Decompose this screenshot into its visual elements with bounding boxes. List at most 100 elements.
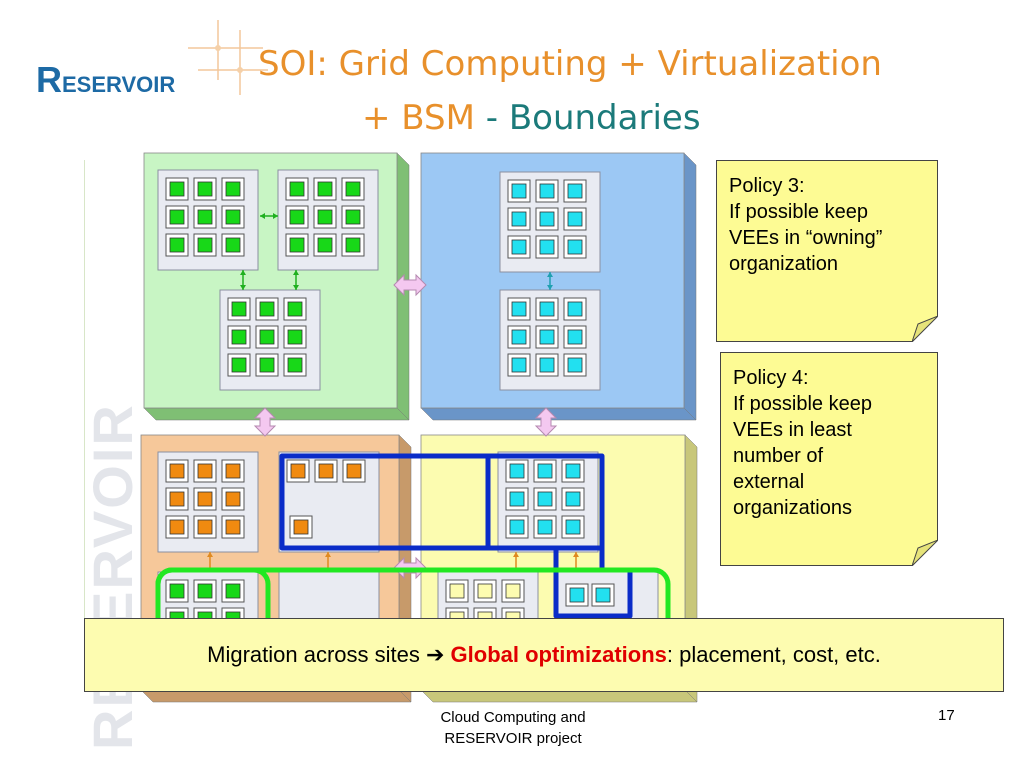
- vee: [169, 181, 185, 197]
- vee: [287, 357, 303, 373]
- vee: [225, 463, 241, 479]
- vee: [537, 491, 553, 507]
- policy-3-line: VEEs in “owning”: [729, 227, 883, 249]
- vee: [287, 329, 303, 345]
- vee: [197, 209, 213, 225]
- policy-4-note: Policy 4: If possible keep VEEs in least…: [720, 352, 938, 566]
- slide-title-line1: SOI: Grid Computing + Virtualization: [258, 44, 882, 84]
- footer: Cloud Computing and RESERVOIR project: [400, 707, 626, 749]
- vee: [287, 301, 303, 317]
- vee: [567, 239, 583, 255]
- vee: [539, 329, 555, 345]
- vee: [509, 519, 525, 535]
- policy-4-line: VEEs in least: [733, 419, 852, 441]
- vee: [317, 209, 333, 225]
- vee: [569, 587, 585, 603]
- arrowhead: [293, 270, 299, 275]
- vee: [567, 301, 583, 317]
- vee: [511, 357, 527, 373]
- title-boundaries: - Boundaries: [474, 98, 701, 138]
- vee: [231, 301, 247, 317]
- vee: [231, 329, 247, 345]
- vee: [169, 491, 185, 507]
- vee: [197, 491, 213, 507]
- vee: [317, 237, 333, 253]
- note-fold-icon: [912, 316, 938, 342]
- policy-4-line: external: [733, 471, 805, 493]
- arrowhead: [260, 213, 265, 219]
- note-fold-icon: [912, 540, 938, 566]
- vee: [511, 239, 527, 255]
- arrowhead: [273, 213, 278, 219]
- policy-4-heading: Policy 4:: [733, 367, 809, 389]
- policy-3-heading: Policy 3:: [729, 175, 805, 197]
- vee: [595, 587, 611, 603]
- vee: [511, 183, 527, 199]
- policy-4-line: If possible keep: [733, 393, 872, 415]
- vee: [318, 463, 334, 479]
- vee: [537, 463, 553, 479]
- vee: [511, 301, 527, 317]
- footer-line1: Cloud Computing and: [440, 709, 586, 726]
- vee: [477, 583, 493, 599]
- vee: [225, 583, 241, 599]
- vee: [565, 463, 581, 479]
- policy-3-note: Policy 3: If possible keep VEEs in “owni…: [716, 160, 938, 342]
- vee: [169, 463, 185, 479]
- arrowhead: [240, 285, 246, 290]
- banner-text-before: Migration across sites: [207, 642, 426, 667]
- vee: [231, 357, 247, 373]
- vee: [539, 357, 555, 373]
- vee: [345, 181, 361, 197]
- footer-line2: RESERVOIR project: [444, 730, 582, 747]
- pink-double-arrow-icon: [253, 407, 277, 437]
- vee: [259, 357, 275, 373]
- vee: [505, 583, 521, 599]
- logo-grid-decoration: [188, 20, 268, 95]
- arrowhead: [293, 285, 299, 290]
- policy-4-line: organizations: [733, 497, 852, 519]
- site-green-bottom: [143, 407, 410, 421]
- pink-double-arrow-icon: [534, 407, 558, 437]
- vee: [225, 209, 241, 225]
- vee: [259, 301, 275, 317]
- vee: [449, 583, 465, 599]
- policy-4-line: number of: [733, 445, 824, 467]
- vee: [169, 583, 185, 599]
- vee: [197, 519, 213, 535]
- migration-banner: Migration across sites ➔ Global optimiza…: [84, 618, 1004, 692]
- logo-first-letter: R: [36, 62, 62, 100]
- slide-title-line2: + BSM - Boundaries: [362, 98, 701, 138]
- vee: [539, 301, 555, 317]
- banner-text-after: : placement, cost, etc.: [666, 642, 881, 667]
- arrow-right-icon: ➔: [425, 642, 445, 667]
- vee: [225, 237, 241, 253]
- vee: [567, 357, 583, 373]
- policy-3-line: organization: [729, 253, 838, 275]
- vee: [539, 239, 555, 255]
- vee: [509, 491, 525, 507]
- watermark-text: RESERVOIR: [84, 403, 144, 750]
- vee: [225, 491, 241, 507]
- arrowhead: [547, 272, 553, 277]
- arrowhead: [513, 552, 519, 557]
- vee: [169, 237, 185, 253]
- vee: [290, 463, 306, 479]
- vee: [346, 463, 362, 479]
- vee: [289, 237, 305, 253]
- vee: [345, 237, 361, 253]
- vee: [565, 519, 581, 535]
- policy-3-line: If possible keep: [729, 201, 868, 223]
- site-blue-bottom: [420, 407, 697, 421]
- boundary-outline-blue: [553, 548, 633, 619]
- vee: [289, 209, 305, 225]
- vee: [567, 183, 583, 199]
- logo-rest: ESERVOIR: [62, 72, 175, 97]
- vee: [169, 209, 185, 225]
- arrowhead: [547, 285, 553, 290]
- reservoir-logo-graphic: R ESERVOIR: [36, 59, 175, 100]
- vee: [169, 519, 185, 535]
- vee: [289, 181, 305, 197]
- arrowhead: [240, 270, 246, 275]
